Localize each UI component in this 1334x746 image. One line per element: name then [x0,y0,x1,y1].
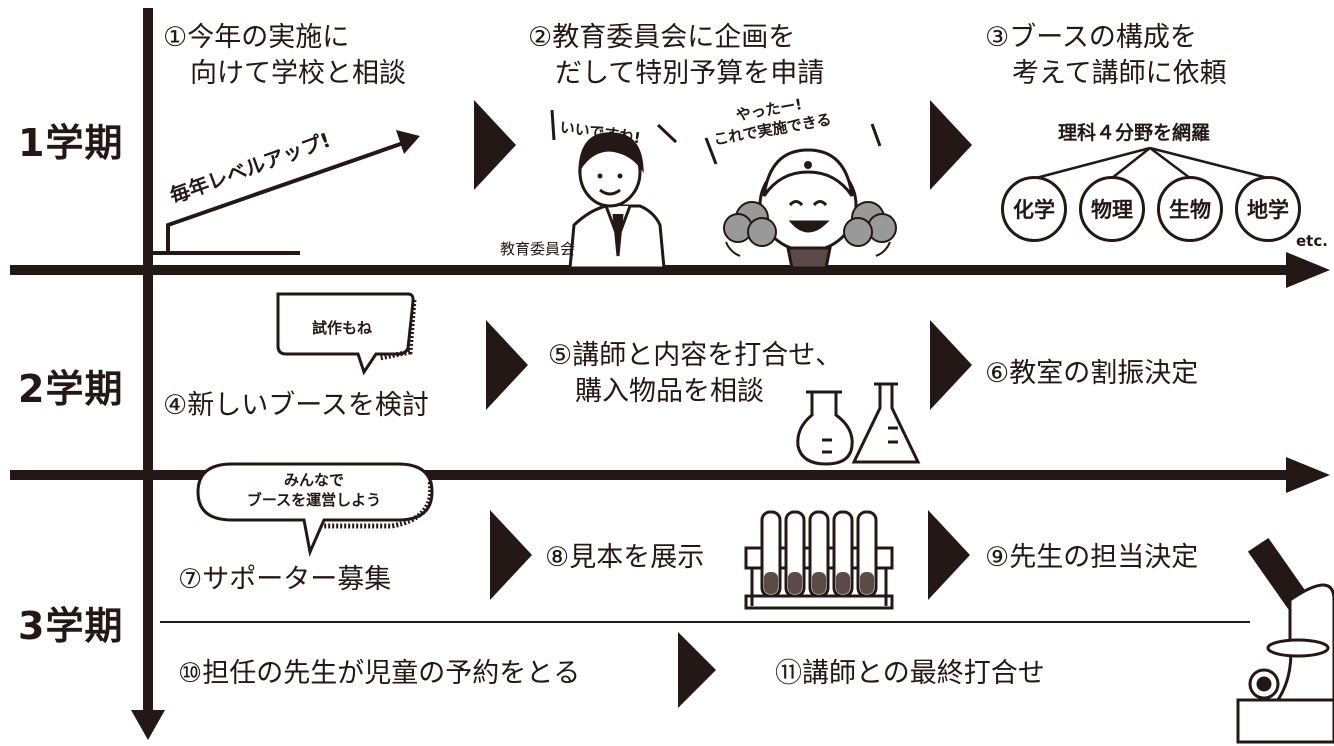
term-2-label: 2学期 [18,367,124,411]
divider-1-arrowhead [1286,252,1330,288]
step-5: ⑤講師と内容を打合せ、 購入物品を相談 [548,340,843,407]
step-10: ⑩担任の先生が児童の予約をとる [178,658,581,689]
term-3-label: 3学期 [18,604,124,648]
microscope-icon [1236,537,1334,744]
step-6: ⑥教室の割振決定 [985,358,1199,389]
field-physics: 物理 [1079,176,1145,242]
flow-arrow-1-2 [474,100,516,190]
level-up-arrow-icon [148,130,420,255]
step-9: ⑨先生の担当決定 [985,542,1199,573]
step-3: ③ブースの構成を 考えて講師に依頼 [985,22,1227,89]
term-1-label: 1学期 [18,121,124,165]
step-2: ②教育委員会に企画を だして特別予算を申請 [528,22,825,89]
flow-arrow-8-9 [928,510,970,600]
vertical-axis-arrowhead [131,710,165,740]
field-tree-lines [1035,146,1269,180]
trial-bubble-text: 試作もね [311,319,372,337]
flow-arrow-10-11 [678,632,716,708]
fields-heading: 理科４分野を網羅 [1058,122,1211,144]
mascot-illustration [723,148,897,270]
step-8: ⑧見本を展示 [545,542,705,573]
divider-2-arrowhead [1286,457,1330,493]
flow-arrow-4-5 [486,320,528,410]
speech-marks [550,109,882,165]
flow-arrow-5-6 [930,320,972,410]
step-1: ①今年の実施に 向けて学校と相談 [163,22,406,89]
official-label: 教育委員会 [500,240,576,258]
speech-bubble-trial [276,292,417,376]
official-illustration [568,132,666,270]
step-7: ⑦サポーター募集 [178,564,392,595]
test-tube-rack-icon [744,510,894,610]
flask-icon [796,382,921,466]
supporters-bubble-text: みんなで ブースを運営しよう [246,471,382,509]
step-11: ⑪講師との最終打合せ [775,658,1045,689]
field-chemistry: 化学 [1001,176,1067,242]
flow-arrow-2-3 [930,100,972,190]
fields-etc: etc. [1296,232,1328,250]
field-biology: 生物 [1157,176,1223,242]
field-earth-science: 地学 [1235,176,1301,242]
step-4: ④新しいブースを検討 [163,390,429,421]
speech-bubble-supporters [196,462,434,558]
flow-arrow-7-8 [490,510,532,600]
